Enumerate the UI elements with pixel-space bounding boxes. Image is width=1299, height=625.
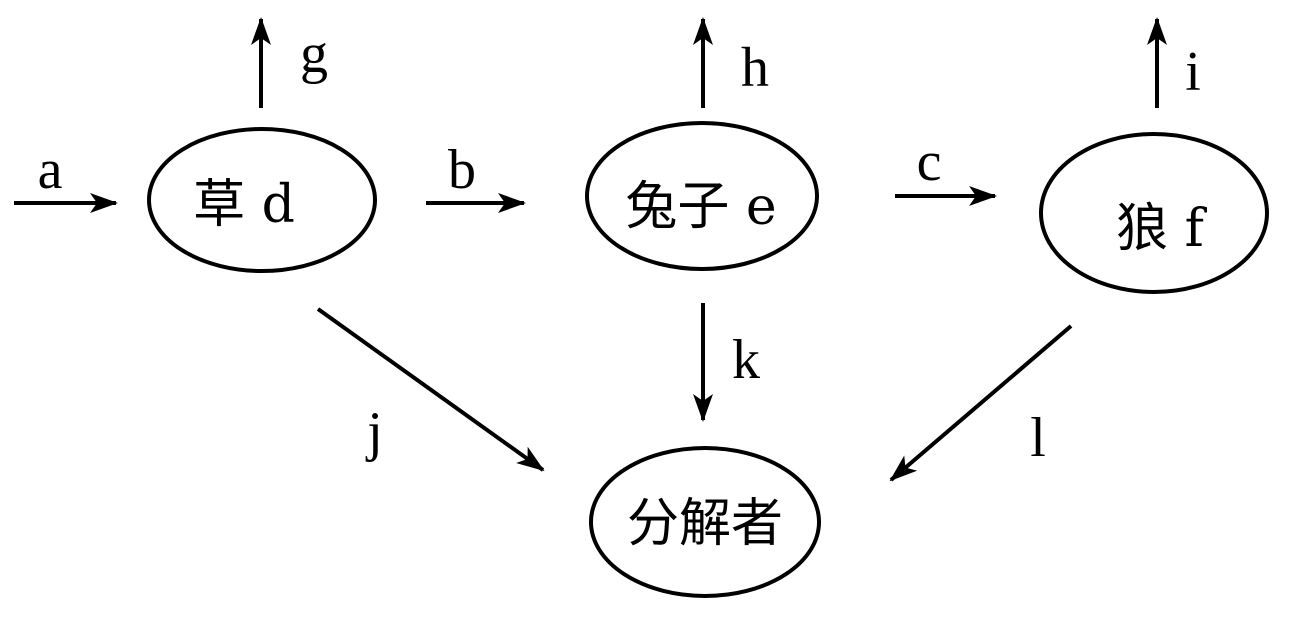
label-j: j (365, 401, 383, 463)
label-i: i (1185, 41, 1201, 103)
node-grass-shape (147, 127, 377, 273)
arrow-j (316, 307, 545, 472)
arrow-l (889, 324, 1073, 482)
label-k: k (732, 329, 760, 391)
node-rabbit: 兔子 e (585, 121, 819, 271)
label-l: l (1030, 407, 1046, 469)
node-grass: 草 d (147, 127, 377, 273)
node-decomposer-shape (589, 446, 821, 598)
node-decomposer-label: 分解者 (627, 494, 783, 554)
label-c: c (917, 131, 942, 193)
node-grass-label: 草 d (193, 175, 295, 235)
node-wolf: 狼 f (1039, 132, 1269, 294)
node-wolf-label: 狼 f (1116, 199, 1208, 259)
label-b: b (448, 139, 476, 201)
label-h: h (741, 37, 769, 99)
node-wolf-shape (1039, 132, 1269, 294)
node-decomposer: 分解者 (589, 446, 821, 598)
node-rabbit-shape (585, 121, 819, 271)
label-g: g (300, 23, 328, 85)
label-a: a (38, 139, 63, 201)
node-rabbit-label: 兔子 e (625, 177, 776, 237)
